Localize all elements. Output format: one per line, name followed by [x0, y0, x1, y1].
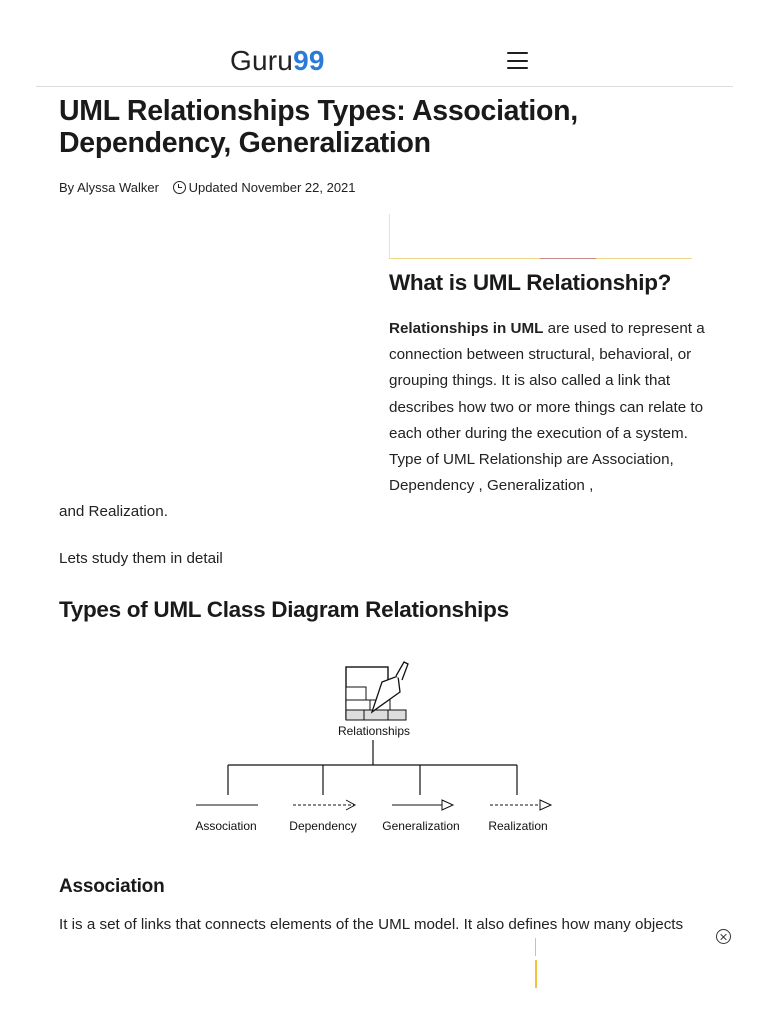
uml-relationships-diagram: Relationships Association Dependency Gen…: [186, 650, 566, 846]
clock-icon: [172, 181, 186, 194]
hamburger-menu-icon[interactable]: [506, 51, 530, 71]
relationships-strong: Relationships in UML: [389, 320, 544, 337]
relationships-paragraph-tail: and Realization.: [59, 503, 168, 520]
byline: By Alyssa Walker Updated November 22, 20…: [59, 180, 356, 196]
diagram-root-label: Relationships: [338, 724, 410, 738]
author-link[interactable]: Alyssa Walker: [77, 180, 159, 195]
diagram-child-realization: Realization: [488, 819, 547, 833]
logo-accent: 99: [293, 45, 325, 76]
diagram-child-association: Association: [195, 819, 256, 833]
diagram-child-dependency: Dependency: [289, 819, 356, 833]
page-title: UML Relationships Types: Association, De…: [59, 95, 578, 159]
ad-placeholder: [389, 214, 692, 259]
site-logo[interactable]: Guru99: [230, 44, 325, 78]
section-heading-what-is-uml-relationship: What is UML Relationship?: [389, 270, 672, 295]
trowel-and-bricks-icon: [345, 661, 409, 721]
ad-border-line: [535, 960, 537, 988]
updated-date: Updated November 22, 2021: [188, 180, 356, 195]
section-heading-types: Types of UML Class Diagram Relationships: [59, 597, 509, 622]
relationships-paragraph: Relationships in UML are used to represe…: [389, 316, 714, 499]
ad-border-line: [535, 938, 536, 956]
section-heading-association: Association: [59, 876, 165, 897]
close-circle-icon[interactable]: [716, 929, 731, 944]
logo-text: Guru: [230, 45, 294, 76]
association-paragraph: It is a set of links that connects eleme…: [59, 916, 684, 933]
study-paragraph: Lets study them in detail: [59, 550, 223, 567]
diagram-child-generalization: Generalization: [382, 819, 459, 833]
relationships-text: are used to represent a connection betwe…: [389, 320, 705, 495]
byline-prefix: By: [59, 180, 75, 195]
site-header: Guru99: [36, 0, 733, 87]
